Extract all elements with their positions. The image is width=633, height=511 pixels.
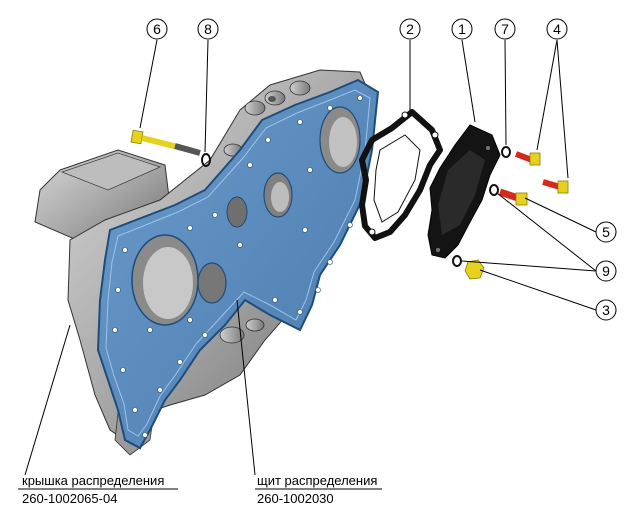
- plate-bolt-holes: [112, 95, 368, 438]
- svg-text:8: 8: [204, 21, 212, 37]
- leader-lines: [24, 39, 597, 476]
- callout-5: 5: [595, 221, 617, 243]
- plate-opening-idler: [197, 262, 227, 304]
- bolt-part-4-lower: [542, 179, 569, 194]
- timing-plate-body: [96, 78, 380, 450]
- callout-3: 3: [595, 299, 617, 321]
- callout-7: 7: [494, 18, 516, 40]
- svg-text:9: 9: [602, 263, 610, 279]
- svg-text:4: 4: [553, 21, 561, 37]
- svg-text:2: 2: [406, 21, 414, 37]
- bolt-part-4-upper: [514, 151, 541, 166]
- svg-text:7: 7: [501, 21, 509, 37]
- callout-9: 9: [595, 260, 617, 282]
- washer-part-8: [201, 153, 211, 167]
- cover-name-label: крышка распределения: [22, 473, 165, 488]
- nut-part-3: [464, 259, 485, 280]
- cover-plate-part-1: [427, 124, 501, 259]
- bolt-part-6: [130, 129, 201, 156]
- svg-text:5: 5: [602, 224, 610, 240]
- callout-2: 2: [399, 18, 421, 40]
- callout-8: 8: [197, 18, 219, 40]
- washer-part-9-upper: [489, 184, 499, 196]
- svg-text:1: 1: [458, 21, 466, 37]
- washer-part-7: [501, 146, 511, 158]
- callout-1: 1: [451, 18, 473, 40]
- cover-part-number: 260-1002065-04: [22, 491, 118, 506]
- cover-top-face: [60, 152, 162, 191]
- callout-6: 6: [146, 18, 168, 40]
- timing-plate: [96, 78, 380, 450]
- plate-opening-middle: [226, 196, 248, 228]
- washer-part-9-lower: [452, 255, 462, 267]
- svg-text:3: 3: [602, 302, 610, 318]
- callout-4: 4: [546, 18, 568, 40]
- plate-part-number: 260-1002030: [257, 491, 334, 506]
- svg-text:6: 6: [153, 21, 161, 37]
- gasket-part-2: [359, 109, 443, 241]
- cover-top-bosses: [219, 80, 311, 344]
- timing-plate-edge: [105, 89, 371, 437]
- plate-name-label: щит распределения: [257, 473, 378, 488]
